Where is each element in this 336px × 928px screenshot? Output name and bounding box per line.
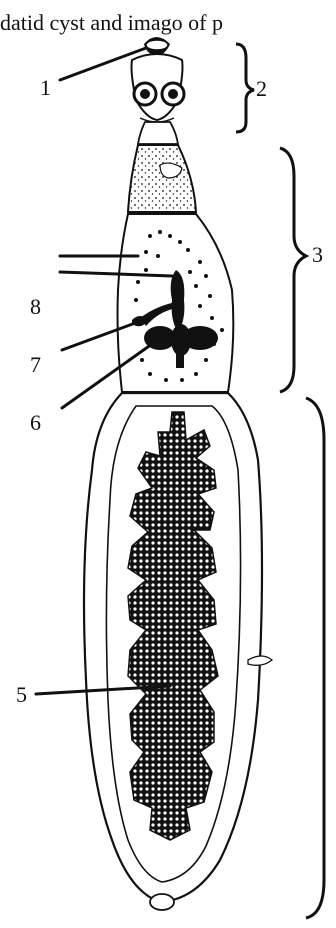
label-3: 3 [312,244,323,266]
mature-proglottid [118,214,234,392]
label-6: 6 [30,412,41,434]
terminal-pore [150,894,174,910]
label-7: 7 [30,354,41,376]
brace-3 [280,148,306,392]
neck [138,122,178,144]
immature-proglottid [128,145,196,212]
gravid-proglottid [84,393,272,910]
label-5: 5 [16,684,27,706]
figure-caption: datid cyst and imago of p [0,12,223,34]
label-8: 8 [30,296,41,318]
label-2: 2 [256,78,267,100]
label-1: 1 [40,77,51,99]
brace-2 [236,44,254,132]
brace-gravid [306,398,324,918]
